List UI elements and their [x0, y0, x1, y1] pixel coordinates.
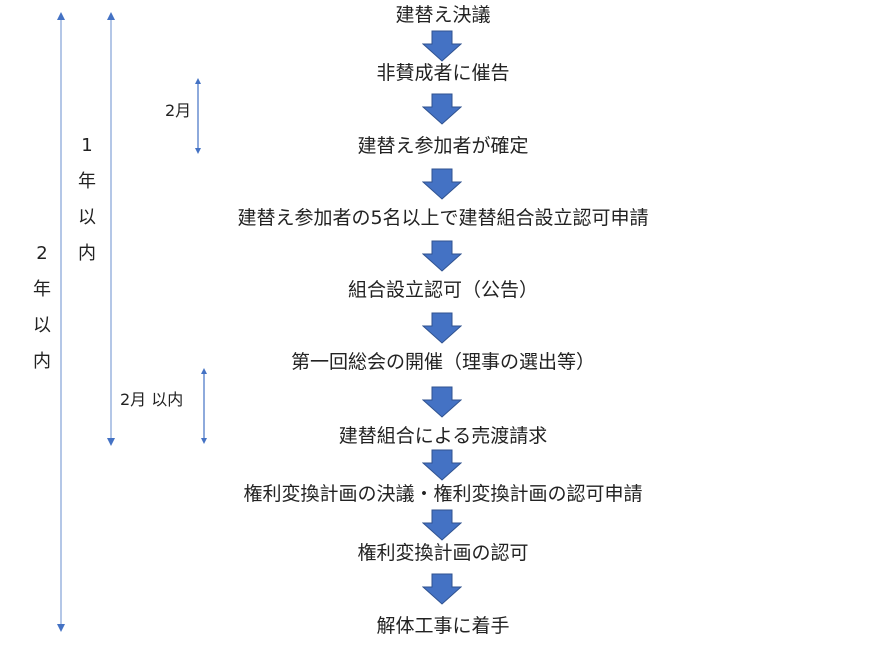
flow-step: 権利変換計画の決議・権利変換計画の認可申請	[0, 482, 886, 506]
flow-step: 建替組合による売渡請求	[0, 424, 886, 448]
flow-step-label: 権利変換計画の決議・権利変換計画の認可申請	[243, 483, 643, 505]
arrowhead-up-icon	[201, 368, 207, 374]
duration-two-years-label: 2 年 以 内	[30, 236, 54, 380]
duration-char: 以	[33, 315, 51, 336]
flow-step: 第一回総会の開催（理事の選出等）	[0, 350, 886, 374]
down-arrow-icon	[422, 30, 462, 62]
bracket-within-two-months	[201, 368, 207, 444]
arrowhead-down-icon	[107, 438, 115, 446]
flow-step-label: 組合設立認可（公告）	[347, 279, 538, 301]
duration-char: 内	[33, 351, 51, 372]
down-arrow-icon	[422, 168, 462, 200]
duration-char: 年	[33, 279, 51, 300]
duration-within-two-months-label: 2月 以内	[120, 390, 184, 409]
flow-step-label: 解体工事に着手	[376, 615, 510, 637]
arrowhead-up-icon	[195, 78, 201, 84]
flow-step: 権利変換計画の認可	[0, 541, 886, 565]
bracket-two-years	[57, 12, 65, 632]
down-arrow-icon	[422, 240, 462, 272]
flow-step: 組合設立認可（公告）	[0, 278, 886, 302]
flow-step-label: 権利変換計画の認可	[357, 542, 529, 564]
down-arrow-icon	[422, 449, 462, 481]
flow-step-label: 建替え決議	[395, 4, 491, 26]
flow-step-label: 建替え参加者の5名以上で建替組合設立認可申請	[237, 207, 649, 229]
flow-step: 建替え参加者の5名以上で建替組合設立認可申請	[0, 206, 886, 230]
flow-step-label: 非賛成者に催告	[376, 62, 510, 84]
arrowhead-down-icon	[201, 438, 207, 444]
flow-step: 建替え参加者が確定	[0, 134, 886, 158]
down-arrow-icon	[422, 93, 462, 125]
down-arrow-icon	[422, 573, 462, 605]
down-arrow-icon	[422, 509, 462, 541]
arrowhead-up-icon	[57, 12, 65, 20]
duration-char: 2	[36, 243, 48, 264]
duration-char: 内	[78, 243, 96, 264]
flow-step: 解体工事に着手	[0, 614, 886, 638]
duration-two-months-label: 2月	[165, 101, 192, 120]
arrowhead-down-icon	[195, 148, 201, 154]
down-arrow-icon	[422, 312, 462, 344]
duration-char: 以	[78, 207, 96, 228]
duration-one-year-label: 1 年 以 内	[75, 128, 99, 272]
down-arrow-icon	[422, 386, 462, 418]
bracket-one-year	[107, 12, 115, 446]
flow-step-label: 第一回総会の開催（理事の選出等）	[290, 351, 595, 373]
duration-char: 1	[81, 135, 93, 156]
bracket-two-months	[195, 78, 201, 154]
flow-step-label: 建替え参加者が確定	[357, 135, 529, 157]
arrowhead-down-icon	[57, 624, 65, 632]
flow-step: 建替え決議	[0, 3, 886, 27]
arrowhead-up-icon	[107, 12, 115, 20]
flow-step: 非賛成者に催告	[0, 61, 886, 85]
flow-step-label: 建替組合による売渡請求	[338, 425, 548, 447]
duration-char: 年	[78, 171, 96, 192]
